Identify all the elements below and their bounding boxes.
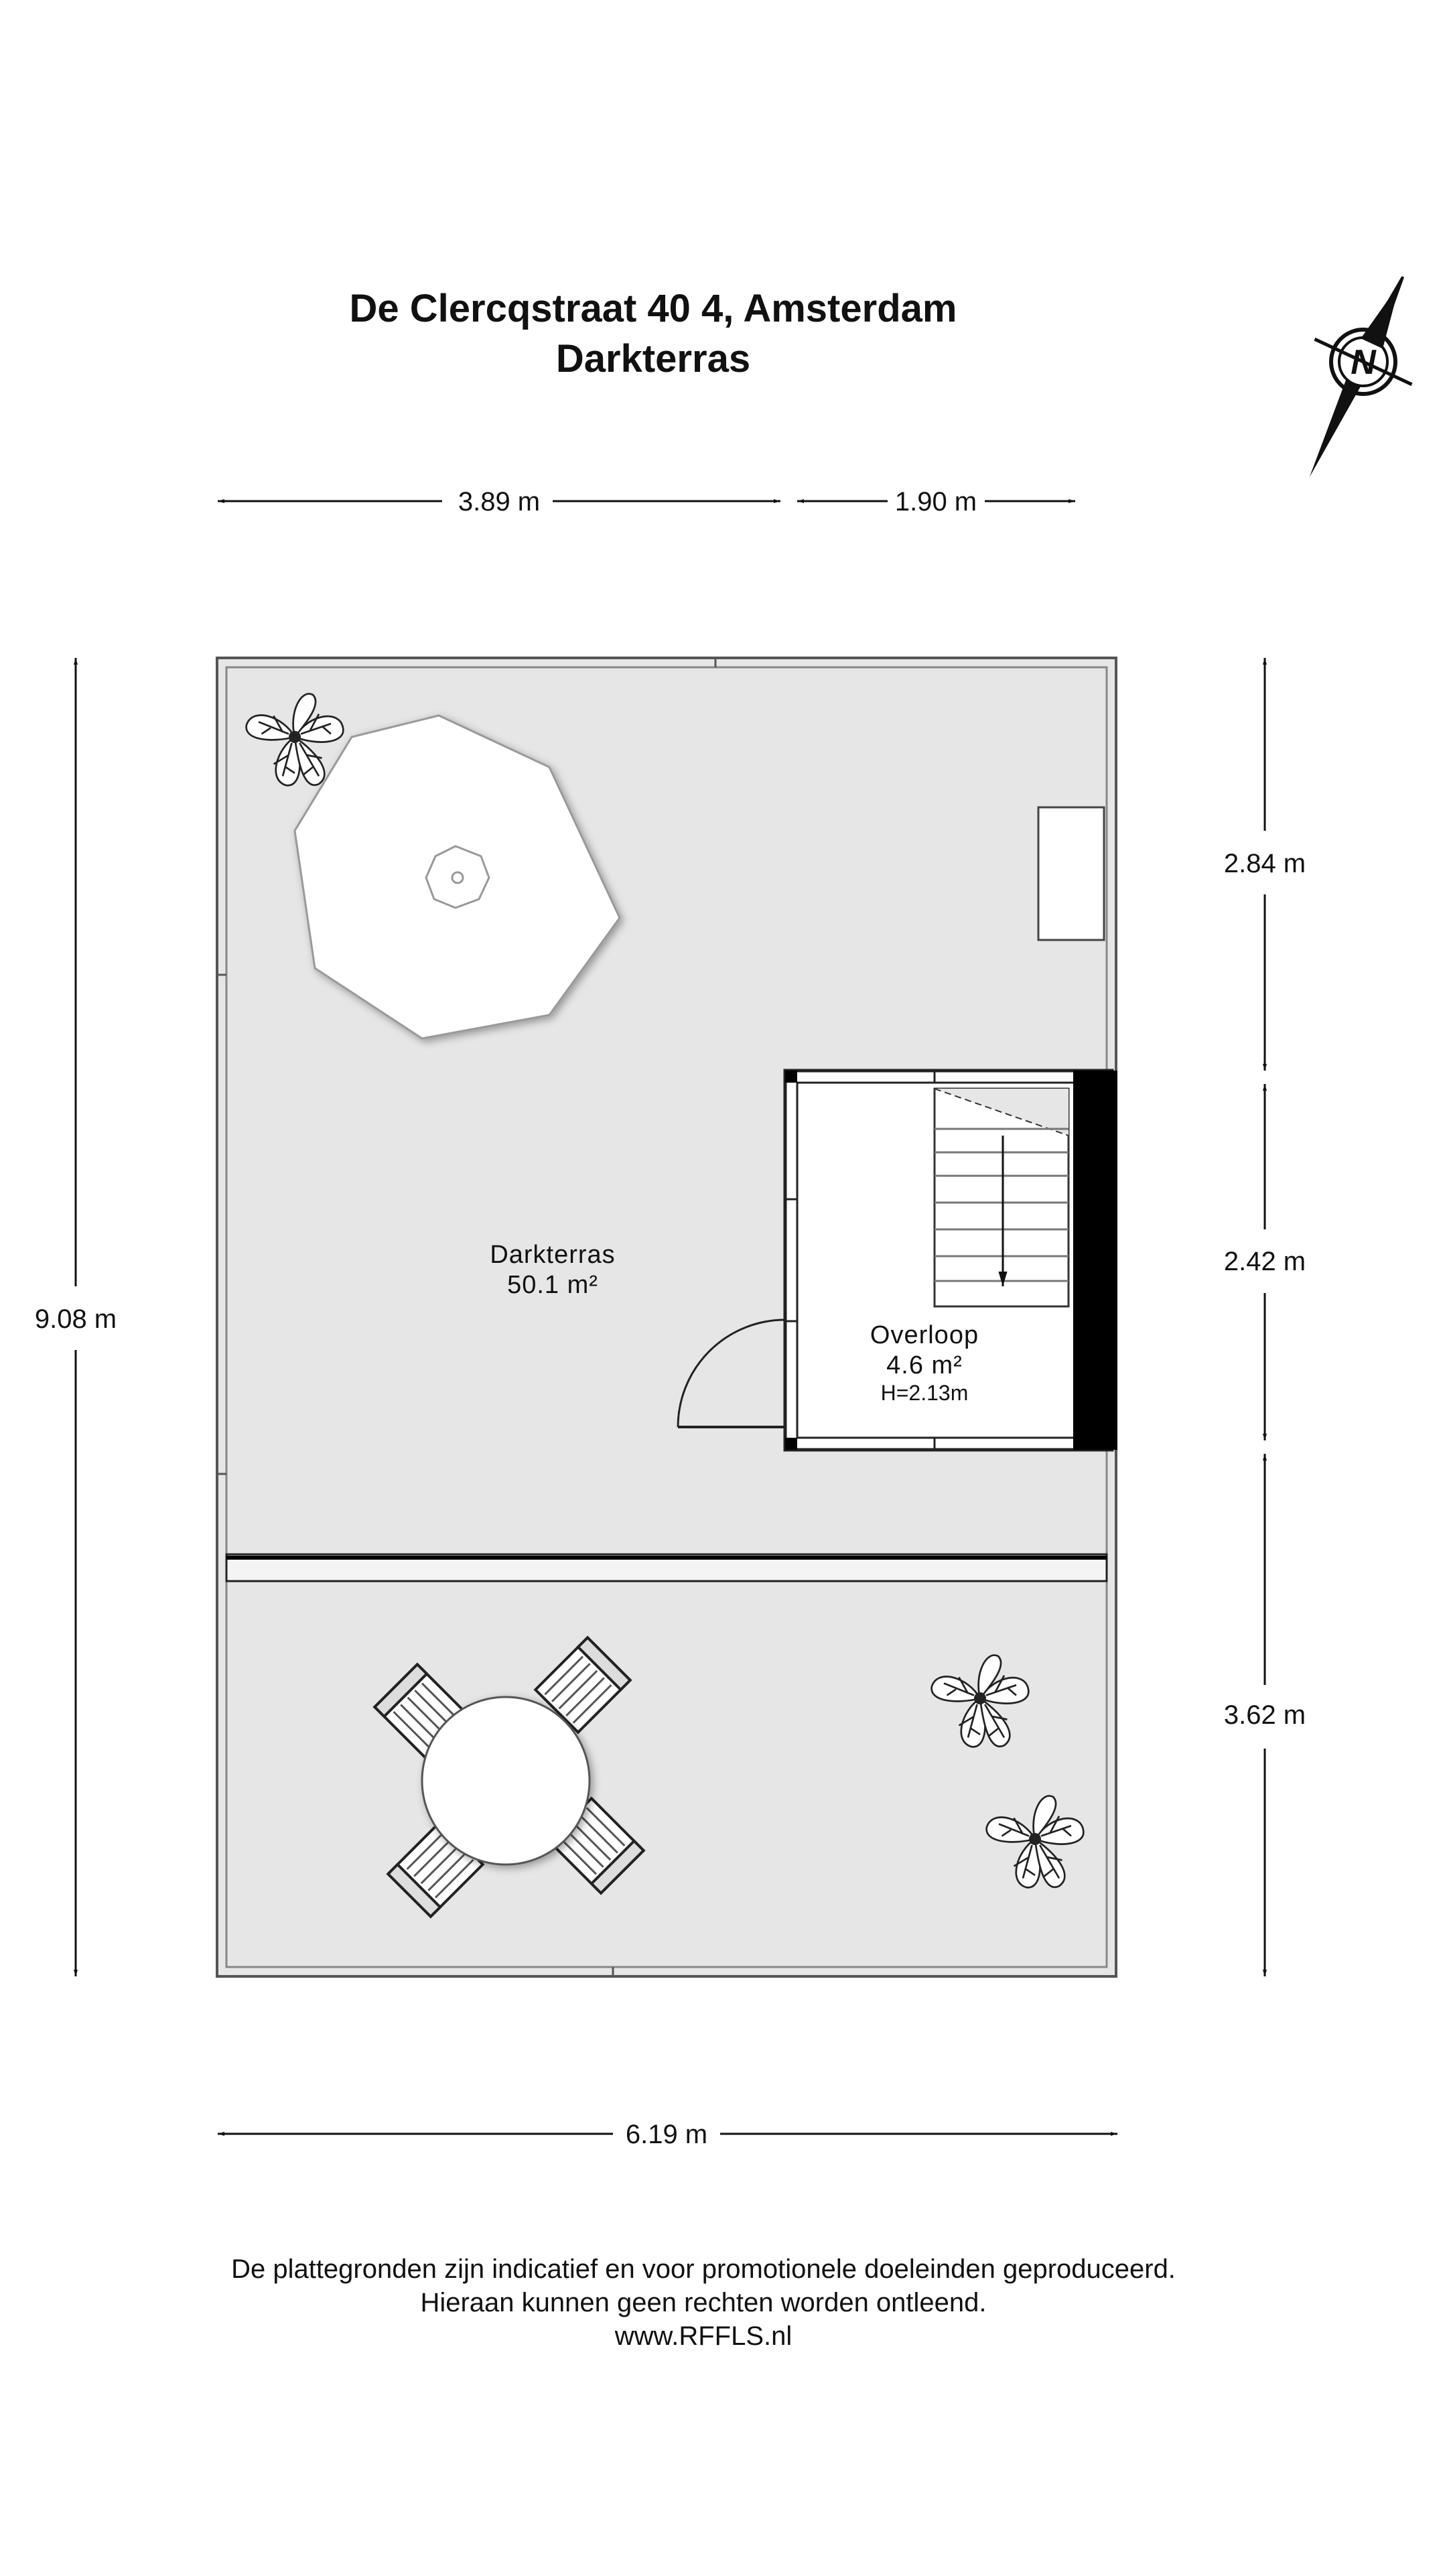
- room-name-landing: Overloop: [870, 1321, 979, 1349]
- dimension-right-middle: 2.42 m: [1224, 1084, 1306, 1440]
- plan-title: De Clercqstraat 40 4, Amsterdam: [350, 287, 957, 330]
- dimension-label: 1.90 m: [895, 487, 977, 517]
- dimension-label: 3.62 m: [1224, 1700, 1306, 1730]
- dimension-label: 2.84 m: [1224, 849, 1306, 878]
- parasol: [293, 714, 621, 1040]
- dimension-label: 2.42 m: [1224, 1247, 1306, 1276]
- dimension-right-upper: 2.84 m: [1224, 658, 1306, 1071]
- room-area-landing: 4.6 m²: [886, 1351, 963, 1379]
- room-height-landing: H=2.13m: [881, 1381, 969, 1405]
- dimension-top-left: 3.89 m: [218, 487, 780, 517]
- dimension-label: 3.89 m: [458, 487, 540, 517]
- dining-set: [374, 1637, 643, 1916]
- landing-wall: [1073, 1071, 1117, 1450]
- dimension-label: 9.08 m: [35, 1304, 117, 1334]
- parasol-center: [425, 845, 490, 909]
- terrace-divider-rail: [225, 1553, 1108, 1582]
- staircase: [933, 1087, 1070, 1308]
- disclaimer-line-1: De plattegronden zijn indicatief en voor…: [231, 2254, 1176, 2284]
- dining-table: [421, 1696, 591, 1866]
- room-area-terrace: 50.1 m²: [507, 1271, 598, 1299]
- compass-label: N: [1351, 343, 1377, 382]
- room-name-terrace: Darkterras: [490, 1241, 615, 1269]
- door-swing: [677, 1318, 786, 1428]
- storage-cabinet: [1037, 806, 1105, 941]
- dimension-top-right: 1.90 m: [797, 487, 1075, 517]
- dimension-right-lower: 3.62 m: [1224, 1454, 1306, 1976]
- dimension-bottom-total: 6.19 m: [218, 2120, 1117, 2149]
- dimension-label: 6.19 m: [626, 2120, 707, 2149]
- disclaimer-line-2: Hieraan kunnen geen rechten worden ontle…: [420, 2288, 986, 2317]
- compass-north-icon: N: [1309, 276, 1413, 478]
- plan-subtitle: Darkterras: [556, 337, 750, 381]
- dimension-left-total: 9.08 m: [35, 658, 117, 1976]
- website-link[interactable]: www.RFFLS.nl: [614, 2321, 793, 2351]
